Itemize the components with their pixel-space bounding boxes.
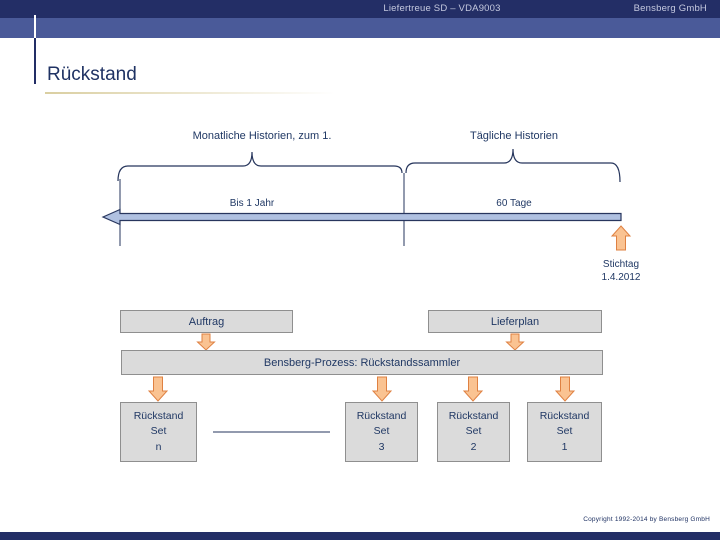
set-n-down-arrow <box>147 376 169 402</box>
set-3-line2: Set <box>373 425 390 438</box>
set-n-line1: Rückstand <box>133 410 184 423</box>
set-1-line2: Set <box>556 425 573 438</box>
left-brace <box>117 151 403 182</box>
lieferplan-down-arrow <box>505 333 525 351</box>
header-accent-line <box>34 15 36 38</box>
set-3-line3: 3 <box>378 440 385 453</box>
stichtag-label-line1: Stichtag <box>602 259 640 270</box>
set-n-line3: n <box>155 440 162 453</box>
right-brace <box>405 148 621 183</box>
rueckstand-set-2-box: Rückstand Set 2 <box>437 402 510 462</box>
set-n-line2: Set <box>150 425 167 438</box>
page-title: Rückstand <box>47 64 137 85</box>
duration-right-label: 60 Tage <box>496 198 532 209</box>
rueckstand-set-n-box: Rückstand Set n <box>120 402 197 462</box>
daily-history-label: Tägliche Historien <box>469 130 559 142</box>
stichtag-up-arrow <box>610 225 632 251</box>
set-2-line2: Set <box>465 425 482 438</box>
stichtag-label: Stichtag 1.4.2012 <box>561 258 681 284</box>
timeline-arrow <box>101 208 622 226</box>
header-bar <box>0 0 720 18</box>
lieferplan-box: Lieferplan <box>428 310 602 333</box>
auftrag-box: Auftrag <box>120 310 293 333</box>
set-1-line3: 1 <box>561 440 568 453</box>
document-title: Liefertreue SD – VDA9003 <box>383 3 501 14</box>
company-name: Bensberg GmbH <box>633 3 707 14</box>
title-accent-line <box>34 38 36 84</box>
set-3-down-arrow <box>371 376 393 402</box>
set-2-line1: Rückstand <box>448 410 499 423</box>
stichtag-label-line2: 1.4.2012 <box>601 272 641 283</box>
set-2-line3: 2 <box>470 440 477 453</box>
set-2-down-arrow <box>462 376 484 402</box>
set-1-line1: Rückstand <box>539 410 590 423</box>
collector-box: Bensberg-Prozess: Rückstandssammler <box>121 350 603 375</box>
auftrag-down-arrow <box>196 333 216 351</box>
rueckstand-set-1-box: Rückstand Set 1 <box>527 402 602 462</box>
header-sub-bar <box>0 18 720 38</box>
set-3-line1: Rückstand <box>356 410 407 423</box>
copyright-text: Copyright 1992-2014 by Bensberg GmbH <box>583 516 710 523</box>
rueckstand-set-3-box: Rückstand Set 3 <box>345 402 418 462</box>
monthly-history-label: Monatliche Historien, zum 1. <box>192 130 332 142</box>
title-underline <box>45 92 335 94</box>
duration-left-label: Bis 1 Jahr <box>229 198 275 209</box>
footer-bar <box>0 532 720 540</box>
set-1-down-arrow <box>554 376 576 402</box>
